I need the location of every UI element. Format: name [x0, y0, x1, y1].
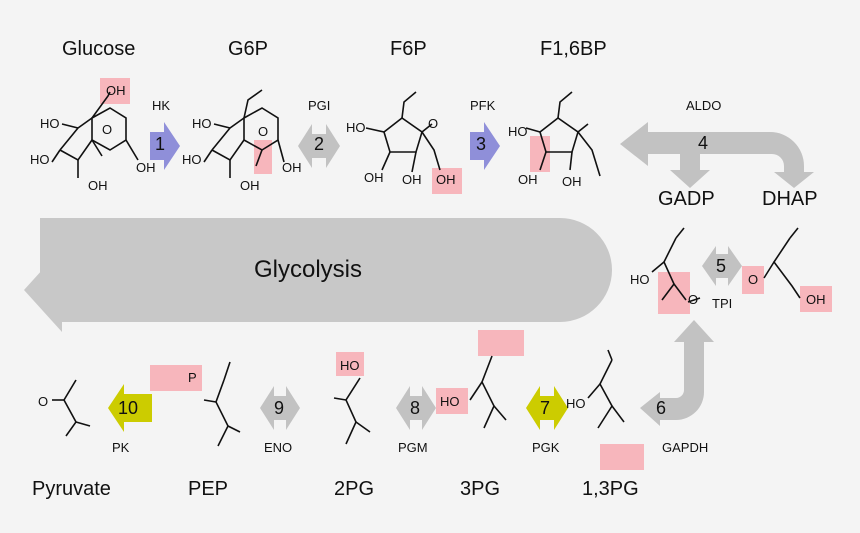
step-number-1: 1 [155, 134, 166, 154]
group-p-pep: P [188, 370, 197, 385]
enzyme-eno: ENO [264, 440, 293, 455]
label-3pg: 3PG [460, 478, 501, 500]
pg13-structure [587, 349, 625, 429]
group-ho-2pg: HO [340, 358, 360, 373]
group-oh-g6p-4: OH [282, 160, 302, 175]
f16bp-structure [525, 91, 601, 177]
dhap-structure [763, 227, 801, 299]
group-o-f6p: O [428, 116, 439, 131]
step-1-arrow [150, 122, 180, 170]
step-8-arrow [396, 386, 436, 430]
label-f6p: F6P [390, 38, 427, 60]
step-number-2: 2 [314, 134, 325, 154]
group-oh-f6p-4: OH [436, 172, 456, 187]
label-glucose: Glucose [62, 38, 136, 60]
step-number-4: 4 [698, 133, 709, 153]
step-number-7: 7 [540, 398, 551, 418]
highlight-boxes [100, 78, 832, 470]
label-pyruvate: Pyruvate [32, 478, 111, 500]
group-o-pyruvate: O [38, 394, 49, 409]
glycolysis-flow-arrow [24, 218, 612, 332]
group-oh-f16bp-2: OH [518, 172, 538, 187]
group-ho-13pg: HO [566, 396, 586, 411]
enzyme-gapdh: GAPDH [662, 440, 709, 455]
enzyme-tpi: TPI [712, 296, 733, 311]
pg2-structure [333, 377, 371, 445]
group-ho-g6p-1: HO [192, 116, 212, 131]
group-ho-glucose-2: HO [30, 152, 50, 167]
group-oh-glucose-3: OH [88, 178, 108, 193]
step-10-arrow [108, 384, 152, 432]
step-3-arrow [470, 122, 500, 170]
glucose-structure [51, 91, 139, 178]
enzyme-pgm: PGM [398, 440, 428, 455]
enzyme-pfk: PFK [470, 98, 496, 113]
label-gadp: GADP [658, 188, 715, 210]
group-ho-glucose-1: HO [40, 116, 60, 131]
group-oh-dhap: OH [806, 292, 826, 307]
step-number-10: 10 [118, 398, 139, 418]
step-7-arrow [526, 386, 568, 430]
enzyme-pgi: PGI [308, 98, 331, 113]
f6p-structure [365, 91, 441, 173]
label-13pg: 1,3PG [582, 478, 639, 500]
group-oh-f6p-2: OH [364, 170, 384, 185]
step-number-6: 6 [656, 398, 667, 418]
label-2pg: 2PG [334, 478, 375, 500]
step-number-3: 3 [476, 134, 487, 154]
group-oh-g6p-3: OH [240, 178, 260, 193]
group-o-g6p: O [258, 124, 269, 139]
step-5-arrow [702, 246, 742, 286]
pep-structure [203, 361, 241, 447]
enzyme-hk: HK [152, 98, 171, 113]
gadp-structure [651, 227, 701, 303]
group-ho-3pg: HO [440, 394, 460, 409]
label-f16bp: F1,6BP [540, 38, 607, 60]
label-dhap: DHAP [762, 188, 818, 210]
group-oh-f6p-3: OH [402, 172, 422, 187]
step-4-arrow [620, 122, 814, 188]
group-oh-f16bp-3: OH [562, 174, 582, 189]
diagram-title: Glycolysis [254, 256, 363, 283]
group-oh-glucose-4: OH [136, 160, 156, 175]
step-number-8: 8 [410, 398, 421, 418]
pg3-structure [469, 355, 507, 429]
step-6-arrow [640, 320, 714, 426]
group-o-dhap: O [748, 272, 759, 287]
group-ho-f16bp-1: HO [508, 124, 528, 139]
group-ho-f6p-1: HO [346, 120, 366, 135]
enzyme-pk: PK [112, 440, 130, 455]
step-number-9: 9 [274, 398, 285, 418]
pyruvate-structure [52, 379, 91, 437]
group-o-gadp: O [688, 292, 699, 307]
group-ho-gadp: HO [630, 272, 650, 287]
step-number-5: 5 [716, 256, 727, 276]
label-pep: PEP [188, 478, 229, 500]
step-9-arrow [260, 386, 300, 430]
group-oh-glucose: OH [106, 83, 126, 98]
group-ho-g6p-2: HO [182, 152, 202, 167]
g6p-structure [203, 89, 285, 178]
enzyme-pgk: PGK [532, 440, 560, 455]
enzyme-aldo: ALDO [686, 98, 722, 113]
group-o-glucose: O [102, 122, 113, 137]
step-2-arrow [298, 124, 340, 168]
label-g6p: G6P [228, 38, 269, 60]
